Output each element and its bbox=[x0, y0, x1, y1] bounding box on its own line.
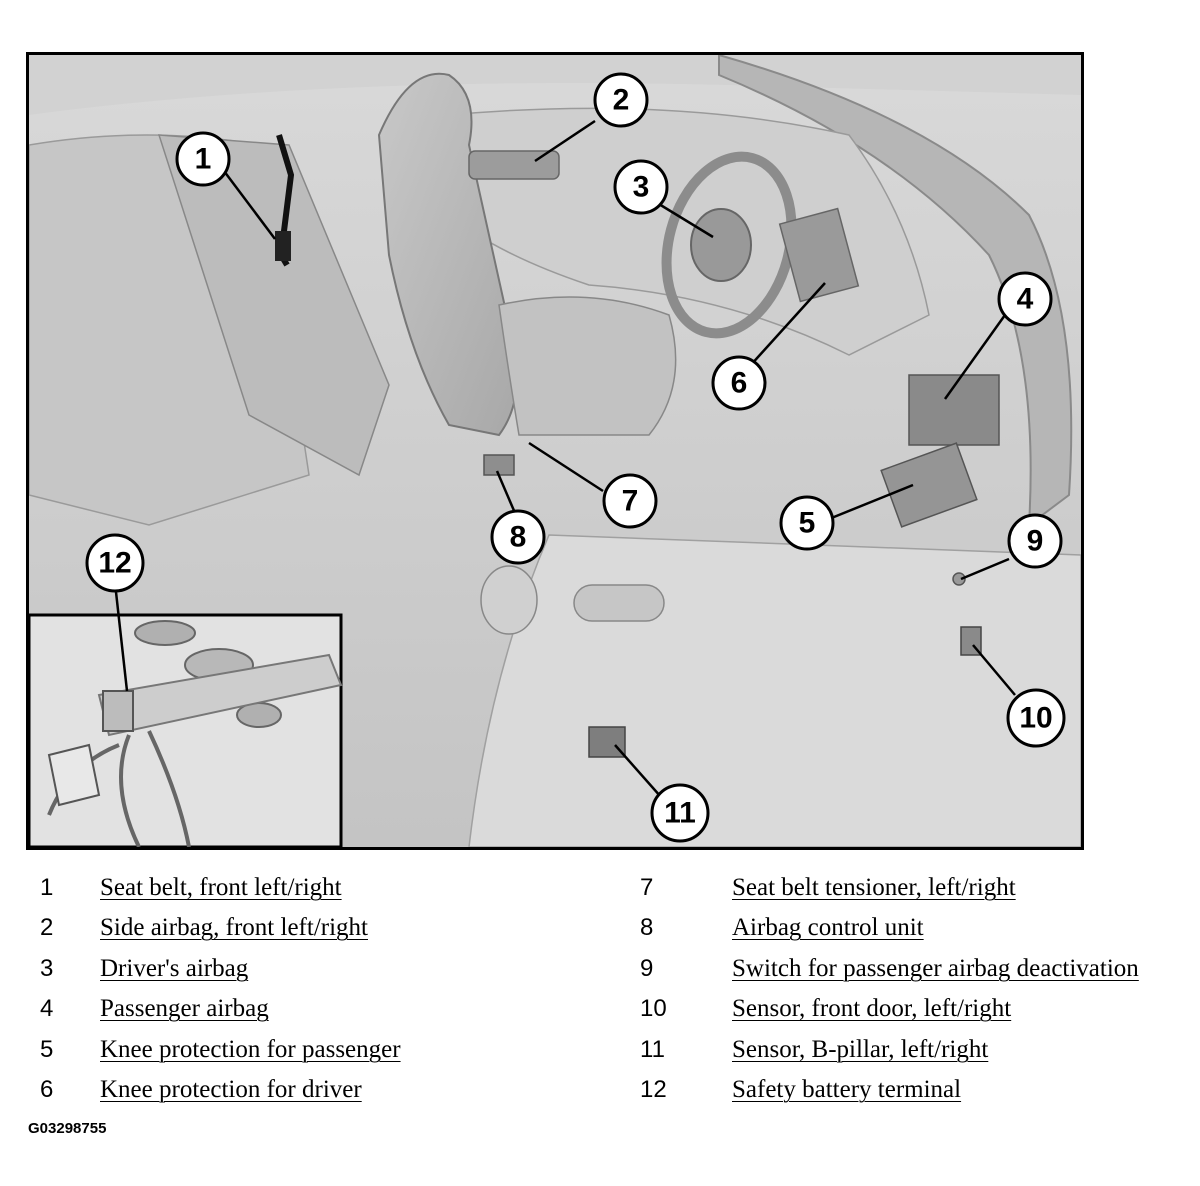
legend-link-seat-belt[interactable]: Seat belt, front left/right bbox=[100, 874, 342, 901]
fuel-cap bbox=[480, 565, 538, 635]
legend-link-b-pillar-sensor[interactable]: Sensor, B-pillar, left/right bbox=[732, 1036, 989, 1063]
b-pillar-sensor bbox=[588, 726, 626, 758]
callout-6: 6 bbox=[711, 355, 767, 411]
seat-belt-retractor bbox=[275, 231, 291, 261]
legend-number: 4 bbox=[40, 995, 54, 1022]
legend-number: 12 bbox=[640, 1076, 667, 1103]
figure-id: G03298755 bbox=[28, 1120, 107, 1137]
legend-item: 8 Airbag control unit bbox=[640, 908, 924, 948]
legend-number: 6 bbox=[40, 1076, 54, 1103]
legend-number: 1 bbox=[40, 874, 54, 901]
legend-item: 2 Side airbag, front left/right bbox=[40, 908, 368, 948]
legend-link-knee-protection-passenger[interactable]: Knee protection for passenger bbox=[100, 1036, 401, 1063]
legend-number: 5 bbox=[40, 1036, 54, 1063]
knee-protection-passenger bbox=[880, 442, 978, 528]
legend-item: 9 Switch for passenger airbag deactivati… bbox=[640, 949, 1139, 989]
driver-airbag-module bbox=[690, 208, 752, 282]
callout-8: 8 bbox=[490, 509, 546, 565]
callout-4: 4 bbox=[997, 271, 1053, 327]
door-handle bbox=[573, 584, 665, 622]
svg-text:7: 7 bbox=[622, 485, 639, 518]
deactivation-switch bbox=[952, 572, 966, 586]
svg-text:5: 5 bbox=[799, 507, 816, 540]
legend-item: 6 Knee protection for driver bbox=[40, 1070, 362, 1110]
callout-7: 7 bbox=[602, 473, 658, 529]
door-panel bbox=[468, 534, 1081, 847]
callout-11: 11 bbox=[650, 783, 710, 843]
legend-number: 7 bbox=[640, 874, 654, 901]
legend-item: 12 Safety battery terminal bbox=[640, 1070, 961, 1110]
svg-text:10: 10 bbox=[1019, 702, 1052, 735]
callout-1: 1 bbox=[175, 131, 231, 187]
legend-item: 4 Passenger airbag bbox=[40, 989, 269, 1029]
legend-item: 11 Sensor, B-pillar, left/right bbox=[640, 1030, 988, 1070]
legend-link-passenger-airbag[interactable]: Passenger airbag bbox=[100, 995, 269, 1022]
callout-9: 9 bbox=[1007, 513, 1063, 569]
svg-text:6: 6 bbox=[731, 367, 748, 400]
legend-link-seat-belt-tensioner[interactable]: Seat belt tensioner, left/right bbox=[732, 874, 1016, 901]
legend-number: 3 bbox=[40, 955, 54, 982]
svg-text:12: 12 bbox=[98, 547, 131, 580]
callout-3: 3 bbox=[613, 159, 669, 215]
side-airbag-module bbox=[468, 150, 560, 180]
callout-12: 12 bbox=[85, 533, 145, 593]
legend-number: 2 bbox=[40, 914, 54, 941]
svg-text:11: 11 bbox=[664, 797, 696, 830]
component-legend: 1 Seat belt, front left/right 2 Side air… bbox=[0, 866, 1200, 1116]
seat-belt-tensioner bbox=[483, 454, 515, 476]
svg-text:3: 3 bbox=[633, 171, 650, 204]
svg-text:2: 2 bbox=[613, 84, 630, 117]
svg-text:4: 4 bbox=[1017, 283, 1034, 316]
svg-text:9: 9 bbox=[1027, 525, 1044, 558]
legend-item: 5 Knee protection for passenger bbox=[40, 1030, 401, 1070]
legend-item: 1 Seat belt, front left/right bbox=[40, 868, 342, 908]
knee-protection-driver bbox=[778, 207, 860, 303]
callout-2: 2 bbox=[593, 72, 649, 128]
legend-link-knee-protection-driver[interactable]: Knee protection for driver bbox=[100, 1076, 362, 1103]
svg-text:1: 1 bbox=[195, 143, 212, 176]
legend-number: 8 bbox=[640, 914, 654, 941]
vehicle-airbag-diagram: 1 2 3 4 5 6 7 8 bbox=[26, 52, 1084, 850]
legend-item: 3 Driver's airbag bbox=[40, 949, 248, 989]
svg-text:8: 8 bbox=[510, 521, 527, 554]
legend-number: 11 bbox=[640, 1036, 665, 1063]
legend-link-side-airbag[interactable]: Side airbag, front left/right bbox=[100, 914, 368, 941]
battery-terminal-inset bbox=[29, 613, 343, 847]
legend-number: 9 bbox=[640, 955, 654, 982]
legend-number: 10 bbox=[640, 995, 667, 1022]
leader-lines bbox=[113, 119, 1016, 798]
callout-10: 10 bbox=[1006, 688, 1066, 748]
legend-link-airbag-control-unit[interactable]: Airbag control unit bbox=[732, 914, 924, 941]
callout-5: 5 bbox=[779, 495, 835, 551]
seat-cushion bbox=[498, 296, 677, 436]
legend-link-drivers-airbag[interactable]: Driver's airbag bbox=[100, 955, 249, 982]
legend-link-front-door-sensor[interactable]: Sensor, front door, left/right bbox=[732, 995, 1012, 1022]
legend-link-deactivation-switch[interactable]: Switch for passenger airbag deactivation bbox=[732, 955, 1139, 982]
legend-item: 7 Seat belt tensioner, left/right bbox=[640, 868, 1016, 908]
steering-wheel bbox=[661, 151, 797, 339]
legend-link-safety-battery-terminal[interactable]: Safety battery terminal bbox=[732, 1076, 962, 1103]
b-pillar-panel bbox=[157, 134, 390, 477]
legend-item: 10 Sensor, front door, left/right bbox=[640, 989, 1011, 1029]
windshield-frame bbox=[718, 55, 1073, 528]
